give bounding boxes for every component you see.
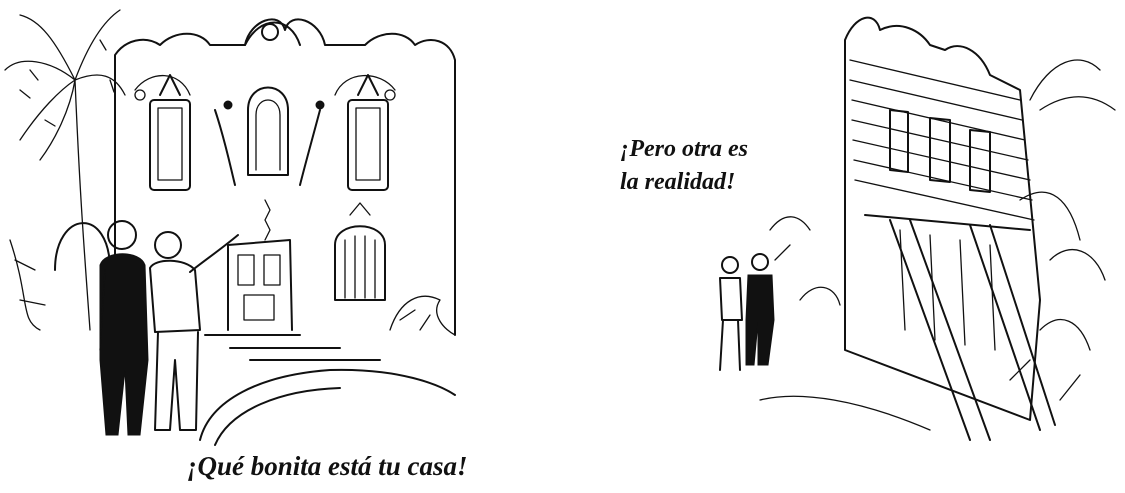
- ruined-facade: [844, 16, 1041, 421]
- caption-reality: ¡Pero otra es la realidad!: [620, 133, 748, 199]
- vegetation-right: [1009, 59, 1116, 401]
- caption-reality-line-1: ¡Pero otra es: [620, 136, 748, 162]
- panel-left-beautiful-house: ¡Qué bonita está tu casa!: [0, 0, 560, 493]
- upper-window-left: [149, 74, 191, 191]
- front-steps: [204, 334, 381, 361]
- panel-right-dilapidated-house: ¡Pero otra es la realidad!: [600, 0, 1125, 493]
- left-shrub: [9, 239, 46, 331]
- wooden-supports: [864, 214, 1056, 441]
- person-small-dark: [745, 253, 775, 366]
- caption-reality-line-2: la realidad!: [620, 169, 736, 195]
- garden-path: [199, 368, 456, 446]
- person-dark-suit: [99, 220, 149, 436]
- house-facade: [114, 18, 456, 336]
- garden-arch: [54, 222, 111, 271]
- upper-window-right: [347, 74, 389, 191]
- lower-window-barred: [334, 202, 386, 301]
- upper-window-center: [214, 86, 325, 186]
- ornate-house-illustration: [4, 9, 456, 446]
- right-bush: [389, 295, 456, 336]
- front-door: [227, 199, 293, 331]
- ruined-house-illustration: [719, 16, 1116, 441]
- person-pointing: [149, 231, 239, 431]
- person-small-light: [719, 256, 743, 371]
- caption-pretty-house: ¡Qué bonita está tu casa!: [187, 451, 468, 481]
- vegetation-left: [759, 216, 931, 431]
